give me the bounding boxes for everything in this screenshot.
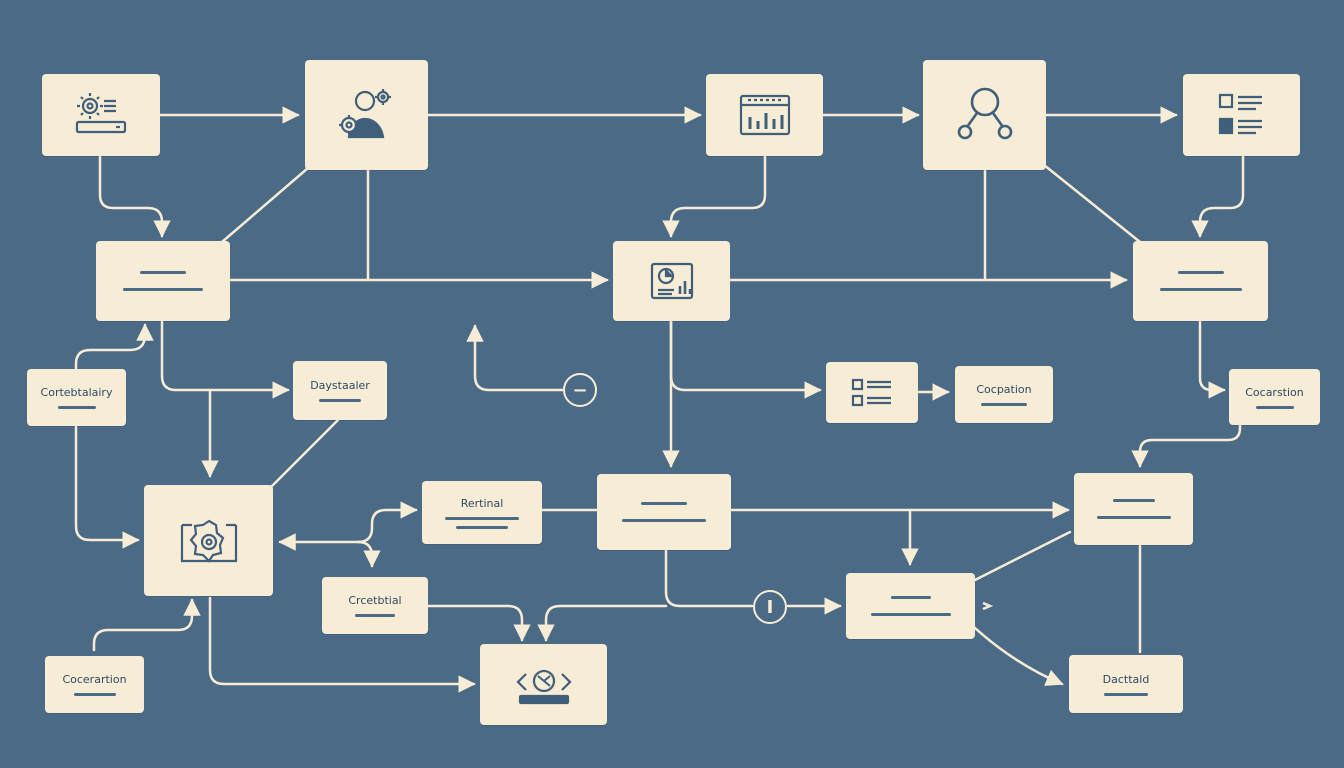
cortebtalairy-card[interactable]: Cortebtalairy bbox=[27, 369, 126, 426]
user-settings-node[interactable] bbox=[305, 60, 428, 170]
info-card-f[interactable] bbox=[1074, 473, 1193, 545]
info-card-a[interactable] bbox=[96, 241, 230, 321]
edge bbox=[664, 548, 754, 608]
edge bbox=[98, 153, 171, 238]
edge bbox=[220, 166, 310, 244]
edge bbox=[160, 318, 290, 399]
edge bbox=[662, 153, 767, 238]
edge bbox=[426, 604, 531, 642]
list-icon bbox=[851, 378, 891, 406]
rertinal-label: Rertinal bbox=[460, 496, 504, 510]
user-gears-icon bbox=[338, 89, 391, 139]
edge bbox=[669, 318, 822, 399]
gear-hub-node[interactable] bbox=[144, 485, 273, 596]
edge bbox=[74, 424, 140, 549]
cocerartion-label: Cocerartion bbox=[62, 673, 127, 686]
crcetbtial-label: Crcetbtial bbox=[348, 594, 402, 607]
rertinal-card[interactable]: Rertinal bbox=[422, 481, 542, 544]
daystaaler-label: Daystaaler bbox=[310, 379, 370, 392]
code-node[interactable] bbox=[480, 644, 607, 725]
edge bbox=[1198, 318, 1226, 399]
list-card[interactable] bbox=[826, 362, 918, 423]
edge bbox=[982, 601, 994, 611]
cocerartion-card[interactable]: Cocerartion bbox=[45, 656, 144, 713]
minus-button[interactable]: − bbox=[563, 373, 597, 407]
edge bbox=[1191, 153, 1245, 238]
server-node[interactable] bbox=[42, 74, 160, 156]
gear-frame-icon bbox=[180, 519, 237, 563]
edge bbox=[278, 501, 418, 551]
edge bbox=[208, 596, 476, 693]
report-chart-icon bbox=[650, 262, 693, 300]
info-card-e[interactable] bbox=[846, 573, 975, 639]
code-window-icon bbox=[515, 669, 572, 704]
edge bbox=[973, 530, 1072, 582]
checklist-icon bbox=[1218, 93, 1262, 135]
edge bbox=[973, 626, 1064, 686]
daystaaler-card[interactable]: Daystaaler bbox=[293, 361, 387, 420]
info-card-b[interactable] bbox=[1133, 241, 1268, 321]
cocpation-card[interactable]: Cocpation bbox=[955, 366, 1053, 423]
dashboard-node[interactable] bbox=[706, 74, 823, 156]
network-node[interactable] bbox=[923, 60, 1046, 170]
edge bbox=[466, 324, 566, 392]
crcetbtial-card[interactable]: Crcetbtial bbox=[322, 577, 428, 634]
cocarstion-label: Cocarstion bbox=[1245, 385, 1304, 399]
report-node[interactable] bbox=[613, 241, 730, 321]
edge bbox=[270, 418, 340, 488]
dacttald-card[interactable]: Dacttald bbox=[1069, 655, 1183, 713]
server-settings-icon bbox=[75, 93, 127, 134]
dacttald-label: Dacttald bbox=[1102, 672, 1150, 686]
edge bbox=[92, 598, 201, 652]
cocarstion-card[interactable]: Cocarstion bbox=[1229, 369, 1320, 425]
bar-chart-window-icon bbox=[739, 94, 790, 136]
cocpation-label: Cocpation bbox=[976, 383, 1032, 396]
checklist-node[interactable] bbox=[1183, 74, 1300, 156]
edge bbox=[356, 540, 381, 568]
edge bbox=[1042, 163, 1142, 244]
edge bbox=[1131, 423, 1242, 468]
edge bbox=[74, 323, 154, 370]
network-nodes-icon bbox=[957, 87, 1012, 140]
cortebtalairy-label: Cortebtalairy bbox=[40, 386, 113, 399]
info-card-d[interactable] bbox=[597, 474, 731, 550]
info-button[interactable]: I bbox=[753, 590, 787, 624]
edge bbox=[537, 604, 668, 642]
